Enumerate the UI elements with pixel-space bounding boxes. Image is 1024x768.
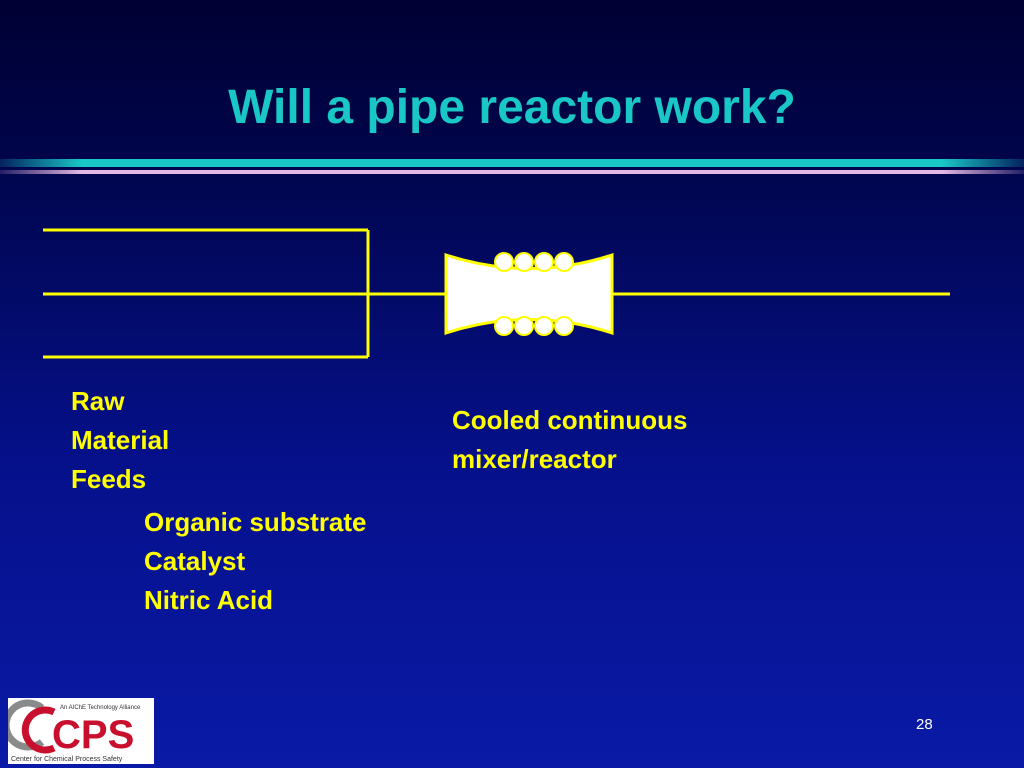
coolant-coil — [514, 316, 534, 336]
title-divider-cyan — [0, 159, 1024, 167]
coolant-coil — [514, 252, 534, 272]
feed-item: Organic substrate — [144, 507, 367, 537]
cooling-coils-bottom — [494, 316, 574, 336]
coolant-coil — [554, 316, 574, 336]
feeds-label-line: Feeds — [71, 464, 147, 494]
logo-c-red — [21, 706, 56, 754]
title-divider-pink — [0, 170, 1024, 174]
coolant-coil — [494, 316, 514, 336]
feeds-label-line: Raw — [71, 386, 125, 416]
feed-item: Nitric Acid — [144, 585, 274, 615]
feeds-label: Raw Material Feeds — [71, 382, 169, 499]
coolant-coil — [494, 252, 514, 272]
coolant-coil — [554, 252, 574, 272]
coolant-coil — [534, 316, 554, 336]
logo-full-name: Center for Chemical Process Safety — [11, 756, 123, 763]
feed-item: Catalyst — [144, 546, 246, 576]
ccps-logo: An AIChE Technology Alliance CPS Center … — [2, 698, 154, 764]
page-number: 28 — [916, 716, 933, 733]
slide-title: Will a pipe reactor work? — [228, 81, 796, 134]
feeds-label-line: Material — [71, 425, 170, 455]
logo-tagline: An AIChE Technology Alliance — [60, 705, 141, 711]
ccps-logo-graphic: An AIChE Technology Alliance CPS Center … — [2, 699, 141, 763]
cooling-coils-top — [494, 252, 574, 272]
coolant-coil — [534, 252, 554, 272]
reactor-label-line: mixer/reactor — [452, 444, 617, 474]
feed-items-list: Organic substrate Catalyst Nitric Acid — [144, 503, 367, 620]
logo-letters: CPS — [52, 713, 134, 757]
reactor-label: Cooled continuous mixer/reactor — [452, 401, 687, 479]
reactor-label-line: Cooled continuous — [452, 405, 688, 435]
